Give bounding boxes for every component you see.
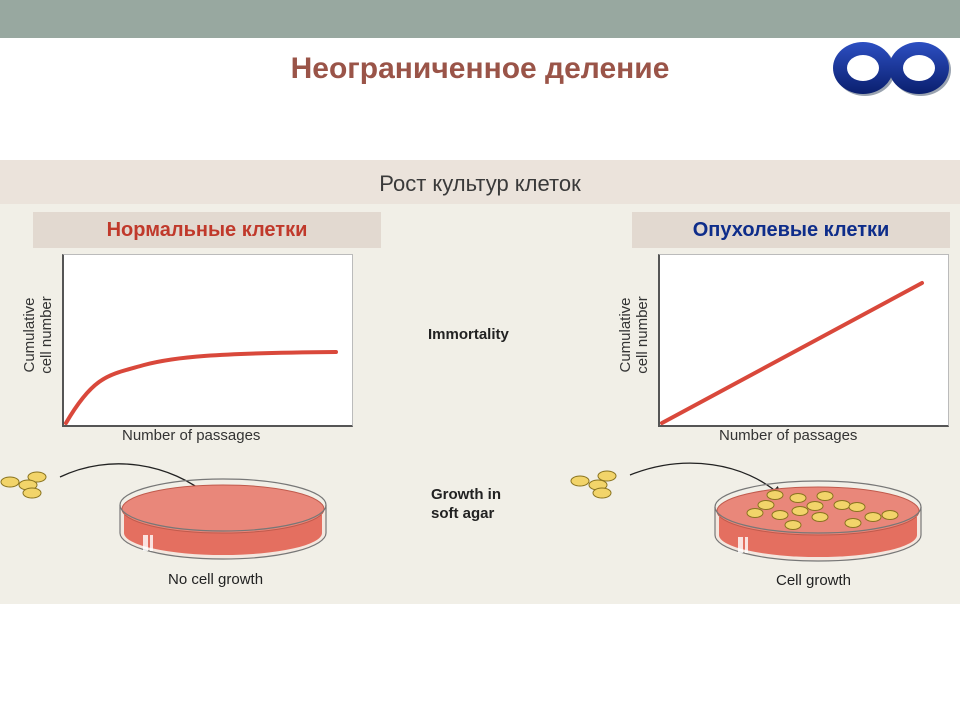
section-banner: Рост культур клеток <box>0 160 960 204</box>
normal-growth-plot <box>62 254 353 427</box>
colony-cells-icon <box>746 490 899 530</box>
seed-cells-icon <box>570 470 617 499</box>
normal-dish-caption: No cell growth <box>168 571 264 588</box>
tumor-x-axis-label: Number of passages <box>719 427 858 444</box>
seed-cells-icon <box>0 471 47 499</box>
tumor-petri-dish <box>570 462 922 562</box>
tumor-dish-caption: Cell growth <box>776 572 852 589</box>
slide-title: Неограниченное деление <box>290 52 670 85</box>
tumor-growth-plot <box>658 254 949 427</box>
normal-growth-curve <box>64 350 338 425</box>
soft-agar-label: Growth in soft agar <box>431 486 501 522</box>
immortality-label: Immortality <box>428 326 509 343</box>
normal-y-axis-label: Cumulative cell number <box>21 296 55 374</box>
normal-cells-label: Нормальные клетки <box>33 212 381 248</box>
normal-x-axis-label: Number of passages <box>122 427 261 444</box>
normal-petri-dish <box>0 463 327 560</box>
tumor-cells-label: Опухолевые клетки <box>632 212 950 248</box>
top-bar <box>0 0 960 38</box>
tumor-y-axis-label: Cumulative cell number <box>617 296 651 374</box>
infinity-logo-icon <box>833 42 951 96</box>
tumor-growth-line <box>660 281 924 425</box>
